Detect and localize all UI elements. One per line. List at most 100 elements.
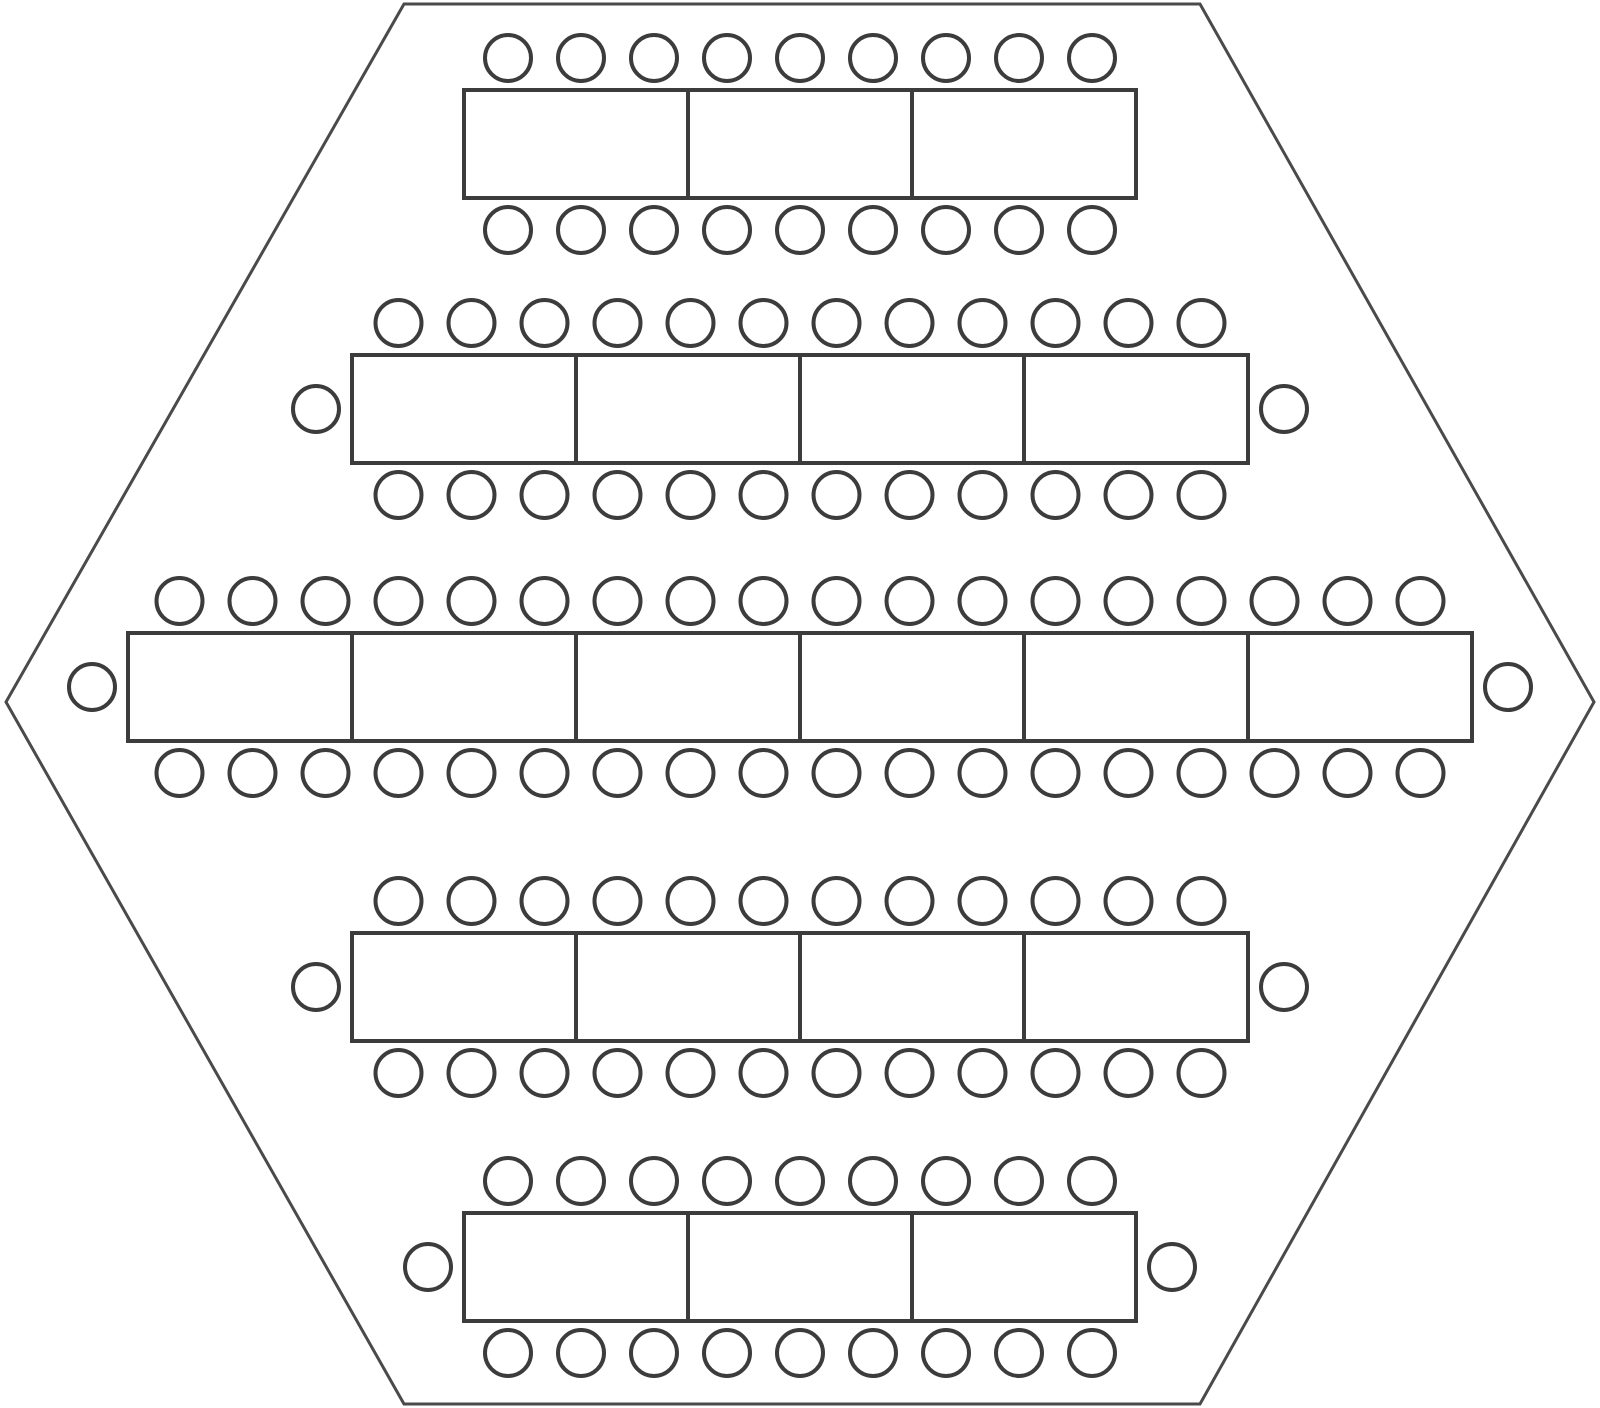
table-segment	[798, 931, 1026, 1043]
end-seat-left	[291, 962, 341, 1012]
seat	[483, 33, 533, 83]
seat	[629, 1156, 679, 1206]
table-segment	[1022, 353, 1250, 465]
seat	[1030, 470, 1081, 520]
seat	[884, 748, 935, 798]
seat	[811, 470, 862, 520]
seat	[556, 1156, 606, 1206]
end-seat-right	[1147, 1242, 1197, 1292]
table-segment	[910, 1211, 1138, 1323]
seat	[811, 298, 862, 348]
end-seat-left	[403, 1242, 453, 1292]
end-seat-left	[67, 662, 117, 712]
seat	[848, 1156, 898, 1206]
seat	[1249, 576, 1300, 626]
seat	[1103, 748, 1154, 798]
seat	[775, 33, 825, 83]
seat	[373, 748, 424, 798]
seat	[629, 33, 679, 83]
seat	[446, 298, 497, 348]
end-seat-right	[1259, 384, 1309, 434]
table-segment	[574, 353, 802, 465]
table-segment	[1022, 631, 1250, 743]
table-segment	[686, 1211, 914, 1323]
seat	[1103, 1048, 1154, 1098]
seat	[592, 298, 643, 348]
table-segment	[686, 88, 914, 200]
seat	[957, 298, 1008, 348]
seat	[373, 470, 424, 520]
seat	[665, 298, 716, 348]
seat	[227, 576, 278, 626]
seat	[738, 298, 789, 348]
seat	[1067, 1328, 1117, 1378]
seat	[556, 1328, 606, 1378]
seat	[884, 298, 935, 348]
seat	[519, 298, 570, 348]
seat	[592, 1048, 643, 1098]
seat	[957, 1048, 1008, 1098]
seat	[994, 1328, 1044, 1378]
seat	[702, 205, 752, 255]
seat	[1395, 748, 1446, 798]
seat	[957, 876, 1008, 926]
table-row-5	[403, 1156, 1197, 1378]
seat	[1176, 576, 1227, 626]
seat	[446, 876, 497, 926]
table-segment	[462, 1211, 690, 1323]
seat	[775, 205, 825, 255]
seat	[702, 1328, 752, 1378]
seat	[446, 748, 497, 798]
seat	[921, 205, 971, 255]
table-segment	[350, 931, 578, 1043]
seat	[738, 470, 789, 520]
seat	[1176, 470, 1227, 520]
seat	[519, 470, 570, 520]
seat	[702, 33, 752, 83]
seat	[300, 748, 351, 798]
seat	[1103, 470, 1154, 520]
end-seat-left	[291, 384, 341, 434]
seat	[592, 470, 643, 520]
table-row-2	[291, 298, 1309, 520]
seat	[994, 33, 1044, 83]
seat	[1103, 876, 1154, 926]
seat	[519, 576, 570, 626]
seat	[300, 576, 351, 626]
seat	[811, 748, 862, 798]
seat	[738, 576, 789, 626]
seat	[1067, 205, 1117, 255]
seat	[1030, 298, 1081, 348]
seat	[373, 1048, 424, 1098]
end-seat-right	[1259, 962, 1309, 1012]
seat	[483, 205, 533, 255]
seat	[556, 33, 606, 83]
seat	[665, 470, 716, 520]
seat	[848, 1328, 898, 1378]
seat	[373, 876, 424, 926]
table-rows	[67, 33, 1533, 1378]
seat	[519, 748, 570, 798]
seat	[1176, 876, 1227, 926]
seat	[1030, 1048, 1081, 1098]
seat	[629, 205, 679, 255]
seat	[1176, 298, 1227, 348]
seat	[848, 205, 898, 255]
seat	[665, 876, 716, 926]
seat	[1030, 876, 1081, 926]
seat	[811, 876, 862, 926]
seat	[738, 876, 789, 926]
seat	[1395, 576, 1446, 626]
table-segment	[1246, 631, 1474, 743]
table-segment	[574, 931, 802, 1043]
seat	[665, 1048, 716, 1098]
seat	[592, 576, 643, 626]
hall-outline	[4, 2, 1596, 1406]
seat	[592, 876, 643, 926]
seat	[1322, 576, 1373, 626]
seat	[1322, 748, 1373, 798]
table-segment	[798, 353, 1026, 465]
table-segment	[126, 631, 354, 743]
seat	[811, 1048, 862, 1098]
